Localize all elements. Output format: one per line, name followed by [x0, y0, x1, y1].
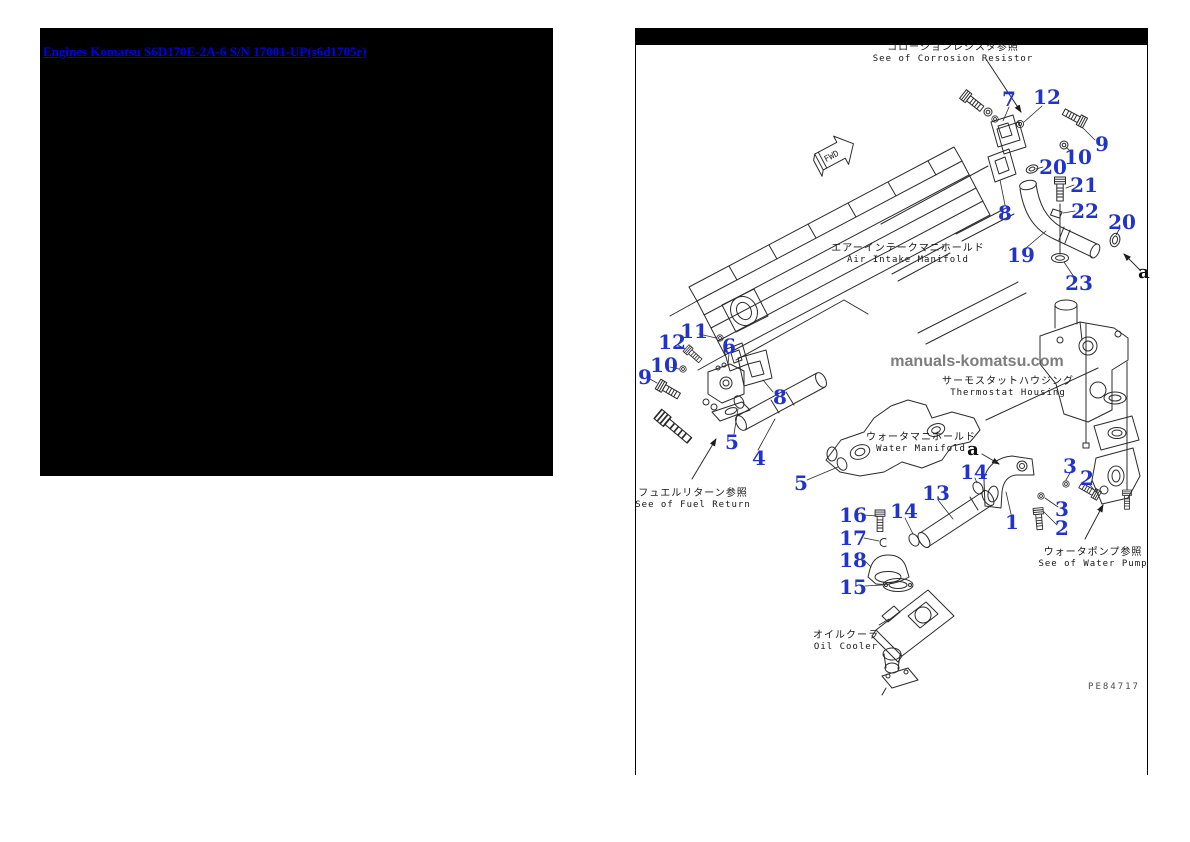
parts-diagram-panel: FWD: [635, 28, 1150, 775]
water-manifold-drawing: [825, 399, 1000, 477]
ref-letter-a: a: [1138, 262, 1150, 283]
callout-10: 10: [650, 353, 678, 377]
catalog-breadcrumb-link[interactable]: Engines Komatsu S6D170E-2A-6 S/N 17001-U…: [43, 44, 367, 59]
callout-7: 7: [1002, 87, 1016, 111]
hose-19-group: [1019, 176, 1141, 271]
callout-14: 14: [960, 460, 988, 484]
left-black-panel: [40, 28, 553, 476]
callout-11: 11: [680, 319, 708, 343]
callout-12: 12: [658, 330, 686, 354]
callout-2: 2: [1080, 466, 1094, 490]
callout-8: 8: [773, 385, 787, 409]
thermostat-housing-drawing: [1039, 299, 1140, 510]
callout-17: 17: [839, 526, 867, 550]
callout-22: 22: [1071, 199, 1099, 223]
callout-3: 3: [1055, 497, 1069, 521]
callout-12: 12: [1033, 85, 1061, 109]
callout-5: 5: [725, 430, 739, 454]
watermark-text: manuals-komatsu.com: [890, 353, 1064, 370]
elbow-1-group: [972, 455, 1102, 531]
callout-14: 14: [890, 499, 918, 523]
callout-9: 9: [638, 365, 652, 389]
callout-8: 8: [998, 201, 1012, 225]
callout-20: 20: [1108, 210, 1136, 234]
water-pump-flange-drawing: [1084, 447, 1141, 540]
callout-1: 1: [1005, 510, 1019, 534]
callout-6: 6: [722, 334, 736, 358]
callout-5: 5: [794, 471, 808, 495]
pipe-4-group: [733, 372, 848, 471]
oil-cooler-drawing: [871, 589, 955, 696]
callout-4: 4: [752, 446, 766, 470]
callout-20: 20: [1039, 155, 1067, 179]
exploded-parts-drawing: FWD: [649, 58, 1141, 696]
callout-18: 18: [839, 548, 867, 572]
callout-9: 9: [1095, 132, 1109, 156]
air-intake-manifold-drawing: [669, 146, 1099, 421]
callout-13: 13: [922, 481, 950, 505]
callout-3: 3: [1063, 454, 1077, 478]
callout-21: 21: [1070, 173, 1098, 197]
thermostat-cover-group: [867, 509, 914, 592]
corrosion-resistor-parts: [959, 58, 1089, 183]
callout-23: 23: [1065, 271, 1093, 295]
callout-16: 16: [839, 503, 867, 527]
callout-15: 15: [839, 575, 867, 599]
drawing-number: PE84717: [1088, 682, 1140, 692]
diagram-header-bar: [636, 28, 1147, 45]
pipe-13-group: [908, 489, 995, 549]
callout-19: 19: [1007, 243, 1035, 267]
leader-lines: [649, 105, 1121, 626]
callout-10: 10: [1064, 145, 1092, 169]
callout-2: 2: [1055, 516, 1069, 540]
ref-letter-a: a: [967, 439, 979, 460]
